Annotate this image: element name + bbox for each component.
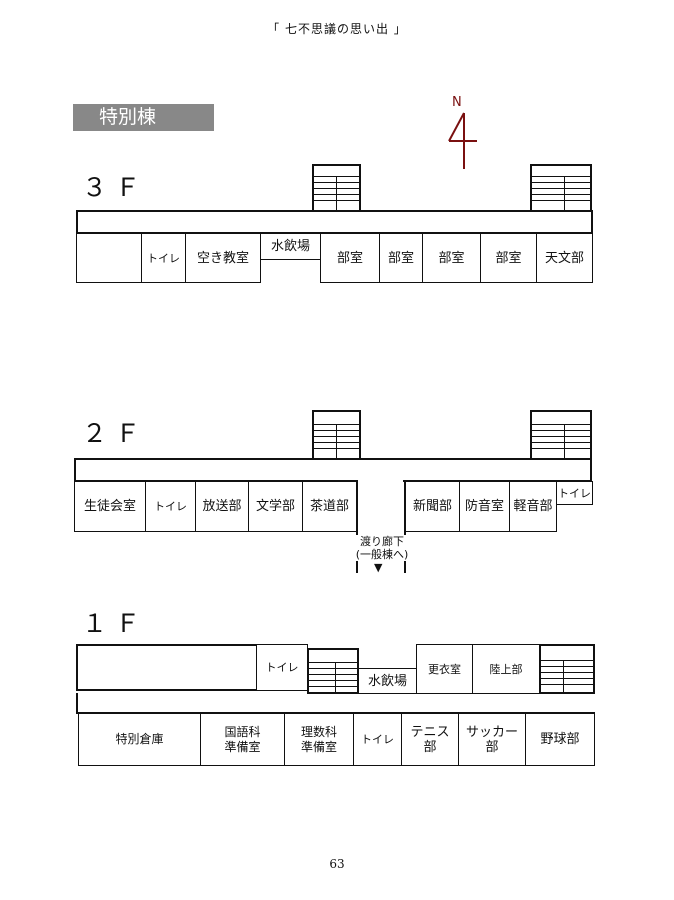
tennis-line2: 部 — [423, 739, 437, 755]
floor2-room-light-music: 軽音部 — [509, 481, 557, 532]
passage-label-line1: 渡り廊下 — [360, 535, 404, 548]
floor1-stairs-right — [539, 644, 595, 694]
floor3-room-unnamed — [76, 233, 142, 283]
floor2-room-toilet-right: トイレ — [556, 481, 593, 505]
japanese-prep-line2: 準備室 — [224, 739, 261, 754]
floor2-stairs-right — [530, 410, 592, 460]
floor3-room-water-fountain: 水飲場 — [260, 233, 321, 260]
floor2-passage-gap — [358, 480, 403, 540]
floor1-room-changing: 更衣室 — [416, 644, 473, 694]
science-prep-line2: 準備室 — [300, 739, 337, 754]
floor1-room-water-fountain: 水飲場 — [358, 668, 417, 694]
japanese-prep-line1: 国語科 — [224, 724, 261, 739]
floor2-room-literature: 文学部 — [248, 481, 303, 532]
floor1-stairs-left — [307, 648, 359, 694]
floor3-room-club-3: 部室 — [422, 233, 481, 283]
science-prep-line1: 理数科 — [300, 724, 337, 739]
passage-wall-right — [404, 481, 406, 573]
floor2-corridor — [74, 458, 592, 482]
floor2-room-newspaper: 新聞部 — [405, 481, 460, 532]
floor3-label: ３Ｆ — [82, 173, 149, 202]
floor1-label: １Ｆ — [82, 609, 149, 638]
floor2-label: ２Ｆ — [82, 419, 149, 448]
floor3-corridor — [76, 210, 593, 234]
page-number: 63 — [329, 857, 345, 871]
floor2-room-tea-ceremony: 茶道部 — [302, 481, 357, 532]
floor3-room-club-4: 部室 — [480, 233, 537, 283]
passage-wall-left — [356, 481, 358, 573]
floor1-room-baseball: 野球部 — [525, 713, 595, 766]
floor1-room-japanese-prep: 国語科 準備室 — [200, 713, 285, 766]
passage-label: 渡り廊下 (一般棟へ) — [346, 535, 418, 561]
floor1-room-special-storage: 特別倉庫 — [78, 713, 201, 766]
tennis-line1: テニス — [410, 724, 450, 740]
floor3-room-club-2: 部室 — [379, 233, 423, 283]
floor3-room-astronomy: 天文部 — [536, 233, 593, 283]
passage-down-arrow-icon: ▼ — [374, 561, 383, 574]
floor1-room-toilet-upper: トイレ — [256, 644, 308, 691]
north-compass: N — [445, 95, 481, 175]
page-header: 「 七不思議の思い出 」 — [267, 22, 407, 36]
passage-label-line2: (一般棟へ) — [355, 548, 409, 561]
soccer-line1: サッカー — [465, 724, 518, 740]
north-arrow-icon — [448, 112, 477, 169]
floor3-room-club-1: 部室 — [320, 233, 380, 283]
floor1-room-science-prep: 理数科 準備室 — [284, 713, 354, 766]
floor2-room-soundproof: 防音室 — [459, 481, 510, 532]
floor1-room-soccer: サッカー 部 — [458, 713, 526, 766]
floor2-stairs-left — [312, 410, 361, 460]
floor1-room-toilet-lower: トイレ — [353, 713, 402, 766]
floor2-room-student-council: 生徒会室 — [74, 481, 146, 532]
floor3-room-empty-classroom: 空き教室 — [185, 233, 261, 283]
building-name-banner: 特別棟 — [73, 104, 214, 131]
floor3-room-toilet: トイレ — [141, 233, 186, 283]
floor1-room-track-club: 陸上部 — [472, 644, 540, 694]
soccer-line2: 部 — [485, 739, 499, 755]
floor2-room-broadcast: 放送部 — [195, 481, 249, 532]
north-label: N — [452, 95, 462, 110]
floor3-stairs-left — [312, 164, 361, 212]
floor1-corridor — [76, 693, 595, 714]
floor3-stairs-right — [530, 164, 592, 212]
floor2-room-toilet-left: トイレ — [145, 481, 196, 532]
floor1-room-tennis: テニス 部 — [401, 713, 459, 766]
